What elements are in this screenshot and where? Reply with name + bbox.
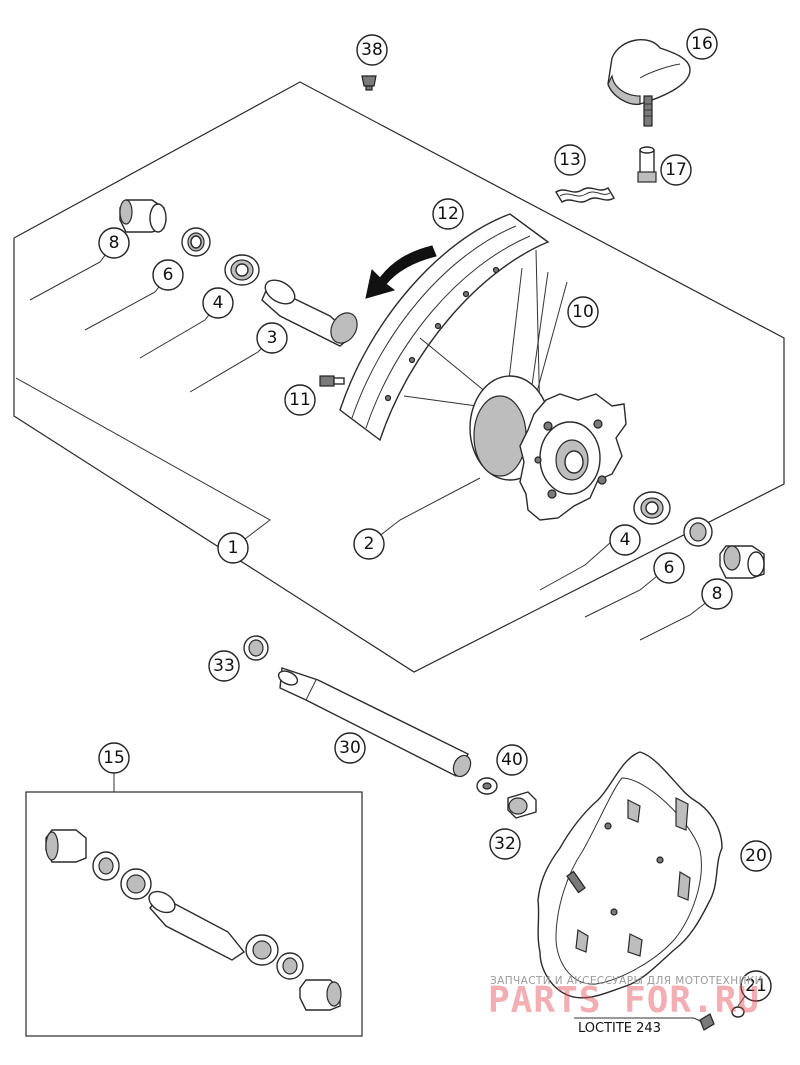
- callout-2-label: 2: [364, 534, 375, 554]
- wheel-assembly-outline: [13, 81, 785, 673]
- callout-6-right-label: 6: [664, 558, 675, 578]
- bearing-kit-parts: [45, 829, 342, 1011]
- callout-15: 15: [98, 742, 130, 774]
- callout-38: 38: [356, 34, 388, 66]
- callout-11: 11: [284, 384, 316, 416]
- callout-1: 1: [217, 532, 249, 564]
- callout-8-left-label: 8: [109, 233, 120, 253]
- callout-2: 2: [353, 528, 385, 560]
- brake-disc-part: [537, 751, 723, 999]
- loctite-note: LOCTITE 243: [574, 1017, 703, 1036]
- callout-11-label: 11: [289, 390, 311, 410]
- callout-4-left-label: 4: [213, 293, 224, 313]
- watermark-brand: PARTS FOR.RU: [488, 980, 760, 1021]
- callout-16: 16: [686, 28, 718, 60]
- callout-1-label: 1: [228, 538, 239, 558]
- callout-38-label: 38: [361, 40, 383, 60]
- callout-21: 21: [740, 970, 772, 1002]
- rim-lock-nut-part: [637, 146, 657, 183]
- axle-nut-part: [476, 777, 498, 795]
- callout-20-label: 20: [745, 846, 767, 866]
- watermark-tagline: ЗАПЧАСТИ И АКСЕССУАРЫ ДЛЯ МОТОТЕХНИКИ: [490, 975, 763, 987]
- axle-part: [277, 667, 472, 778]
- callout-12-label: 12: [437, 204, 459, 224]
- right-bearing-part: [633, 491, 671, 525]
- callout-32-label: 32: [494, 834, 516, 854]
- spoke-nipple-part: [319, 375, 345, 387]
- valve-cap-part: [361, 75, 377, 91]
- left-bearing-part: [224, 254, 260, 286]
- callout-3: 3: [256, 322, 288, 354]
- callout-33: 33: [208, 650, 240, 682]
- callout-3-label: 3: [267, 328, 278, 348]
- callout-6-left-label: 6: [163, 265, 174, 285]
- callout-8-right: 8: [701, 578, 733, 610]
- callout-8-left: 8: [98, 227, 130, 259]
- left-spacer-part: [119, 199, 167, 233]
- loctite-note-label: LOCTITE 243: [578, 1021, 661, 1036]
- callout-13-label: 13: [559, 150, 581, 170]
- callout-15-label: 15: [103, 748, 125, 768]
- callout-40-label: 40: [501, 750, 523, 770]
- callout-40: 40: [496, 744, 528, 776]
- callout-6-left: 6: [152, 259, 184, 291]
- callout-16-label: 16: [691, 34, 713, 54]
- axle-bolt-part: [507, 791, 537, 819]
- callout-6-right: 6: [653, 552, 685, 584]
- rotation-direction-arrow: [365, 245, 437, 299]
- callout-4-right: 4: [609, 524, 641, 556]
- callout-8-right-label: 8: [712, 584, 723, 604]
- callout-17-label: 17: [665, 160, 687, 180]
- right-spacer-part: [719, 545, 765, 579]
- callout-12: 12: [432, 198, 464, 230]
- bearing-kit-box: [25, 772, 363, 1037]
- left-seal-ring-part: [181, 227, 211, 257]
- rim-lock-part: [607, 39, 691, 127]
- axle-collar-part: [243, 635, 269, 661]
- callout-30-label: 30: [339, 738, 361, 758]
- callout-32: 32: [489, 828, 521, 860]
- rim-band-part: [555, 187, 615, 203]
- callout-13: 13: [554, 144, 586, 176]
- rim-part: [339, 213, 550, 442]
- right-seal-ring-part: [683, 517, 713, 547]
- callout-4-right-label: 4: [620, 530, 631, 550]
- distance-sleeve-part: [261, 279, 358, 347]
- hub-part: [469, 375, 627, 521]
- callout-33-label: 33: [213, 656, 235, 676]
- callout-4-left: 4: [202, 287, 234, 319]
- callout-10-label: 10: [572, 302, 594, 322]
- callout-21-label: 21: [745, 976, 767, 996]
- disc-bolt-part: [699, 991, 749, 1031]
- callout-17: 17: [660, 154, 692, 186]
- callout-20: 20: [740, 840, 772, 872]
- callout-30: 30: [334, 732, 366, 764]
- watermark: ЗАПЧАСТИ И АКСЕССУАРЫ ДЛЯ МОТОТЕХНИКИ PA…: [488, 975, 763, 1021]
- callout-10: 10: [567, 296, 599, 328]
